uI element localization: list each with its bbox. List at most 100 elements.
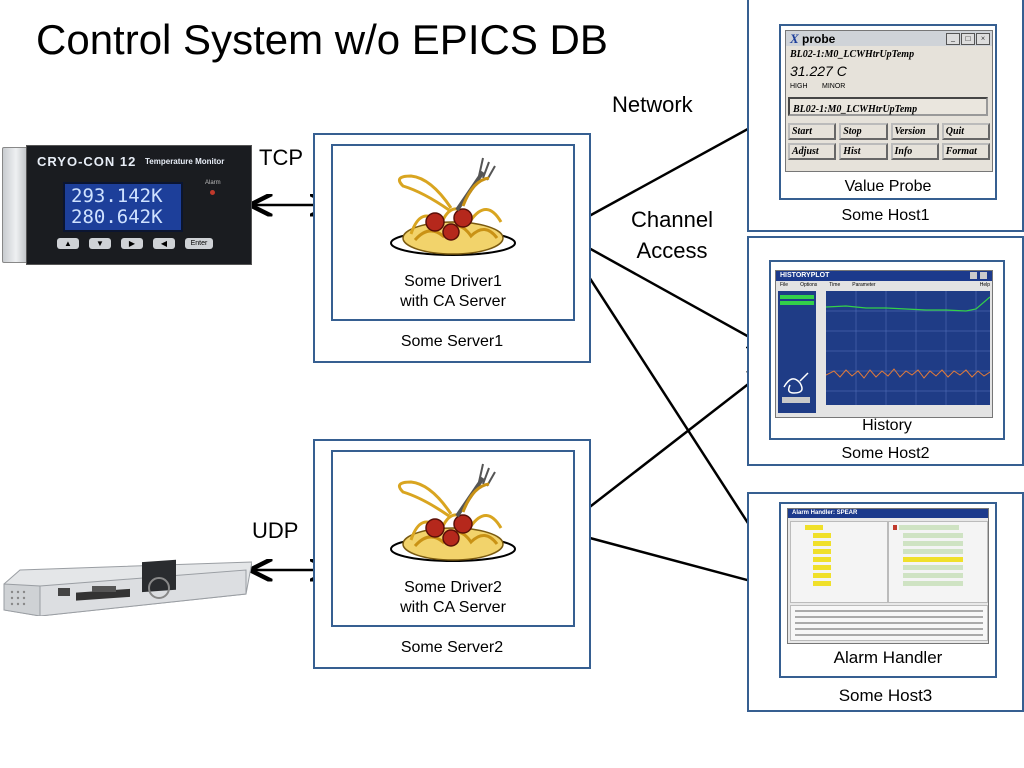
server1-name: Some Server1 xyxy=(400,333,504,350)
driver2-box: Some Driver2 with CA Server xyxy=(331,450,575,627)
pv-list-entry[interactable] xyxy=(780,295,814,299)
alarm-channel[interactable] xyxy=(903,541,963,546)
lcd-reading-1: 293.142K xyxy=(71,185,163,207)
probe-info-button[interactable]: Info xyxy=(890,143,939,160)
menu-parameter[interactable]: Parameter xyxy=(852,282,876,288)
probe-quit-button[interactable]: Quit xyxy=(941,123,990,140)
history-side-panel xyxy=(778,291,816,413)
alarm-severity-icon xyxy=(893,525,897,530)
alarm-channel[interactable] xyxy=(903,549,963,554)
network-label: Network xyxy=(612,92,693,117)
host2-box: HISTORYPLOT File Options Time Parameter … xyxy=(747,236,1024,466)
history-minimize-icon[interactable] xyxy=(970,272,977,279)
server2-host2-arrow xyxy=(560,368,769,530)
history-close-icon[interactable] xyxy=(980,272,987,279)
alarm-channel[interactable] xyxy=(903,533,963,538)
value-probe-box: X probe _ □ × BL02-1:M0_LCWHtrUpTemp 31.… xyxy=(779,24,997,200)
driver1-box: Some Driver1 with CA Server xyxy=(331,144,575,321)
driver2-line1: Some Driver2 xyxy=(404,579,502,596)
spaghetti-small-icon xyxy=(783,372,809,394)
probe-stop-button[interactable]: Stop xyxy=(839,123,888,140)
alarm-node[interactable] xyxy=(813,557,831,562)
device-panel: CRYO-CON 12 Temperature Monitor Alarm 29… xyxy=(26,145,252,265)
alarm-channel[interactable] xyxy=(903,573,963,578)
history-window: HISTORYPLOT File Options Time Parameter … xyxy=(775,270,993,418)
history-plot xyxy=(826,291,990,405)
alarm-handler-label: Alarm Handler xyxy=(833,648,943,667)
server1-host1-arrow xyxy=(560,113,777,232)
history-label: History xyxy=(862,417,912,434)
alarm-window-title: Alarm Handler: SPEAR xyxy=(792,510,858,516)
probe-version-button[interactable]: Version xyxy=(890,123,939,140)
probe-titlebar: X probe _ □ × xyxy=(786,31,992,46)
menu-time[interactable]: Time xyxy=(829,282,841,288)
probe-value: 31.227 C xyxy=(790,63,847,79)
alarm-node[interactable] xyxy=(805,525,823,530)
history-menubar: File Options Time Parameter Help xyxy=(780,282,990,289)
alarm-titlebar: Alarm Handler: SPEAR xyxy=(788,509,988,518)
up-button[interactable]: ▲ xyxy=(57,238,79,249)
host2-name: Some Host2 xyxy=(841,445,930,462)
alarm-channel[interactable] xyxy=(903,565,963,570)
close-icon[interactable]: × xyxy=(976,33,990,45)
host3-name: Some Host3 xyxy=(838,686,933,705)
menu-help[interactable]: Help xyxy=(979,282,990,288)
left-button[interactable]: ◀ xyxy=(153,238,175,249)
alarm-handler-box: Alarm Handler: SPEAR xyxy=(779,502,997,678)
host1-box: X probe _ □ × BL02-1:M0_LCWHtrUpTemp 31.… xyxy=(747,0,1024,232)
server1-host3-arrow xyxy=(560,232,777,568)
probe-status-minor: MINOR xyxy=(822,83,846,90)
alarm-node[interactable] xyxy=(813,565,831,570)
alarm-tree-right xyxy=(888,521,988,603)
alarm-channel[interactable] xyxy=(903,581,963,586)
menu-options[interactable]: Options xyxy=(800,282,818,288)
channel-access-line1: Channel xyxy=(631,207,713,232)
probe-window-title: probe xyxy=(802,32,836,46)
probe-pv-input[interactable]: BL02-1:M0_LCWHtrUpTemp xyxy=(788,97,988,116)
alarm-node[interactable] xyxy=(813,581,831,586)
tcp-label: TCP xyxy=(259,145,303,170)
right-button[interactable]: ▶ xyxy=(121,238,143,249)
probe-button-grid: Start Stop Version Quit Adjust Hist Info… xyxy=(788,123,990,160)
history-plot-area xyxy=(826,291,990,405)
alarm-node[interactable] xyxy=(813,573,831,578)
probe-window: X probe _ □ × BL02-1:M0_LCWHtrUpTemp 31.… xyxy=(785,30,993,172)
lcd-display: 293.142K 280.642K xyxy=(63,182,183,232)
probe-hist-button[interactable]: Hist xyxy=(839,143,888,160)
value-probe-label: Value Probe xyxy=(844,178,932,195)
draw-button[interactable] xyxy=(782,397,810,403)
alarm-node[interactable] xyxy=(813,549,831,554)
server2-name: Some Server2 xyxy=(400,639,504,656)
alarm-channel[interactable] xyxy=(899,525,959,530)
maximize-icon[interactable]: □ xyxy=(961,33,975,45)
alarm-node[interactable] xyxy=(813,541,831,546)
history-window-title: HISTORYPLOT xyxy=(780,272,830,279)
alarm-node[interactable] xyxy=(813,533,831,538)
probe-status-high: HIGH xyxy=(790,83,808,90)
probe-format-button[interactable]: Format xyxy=(941,143,990,160)
minimize-icon[interactable]: _ xyxy=(946,33,960,45)
rack-chassis xyxy=(3,559,252,616)
history-titlebar: HISTORYPLOT xyxy=(776,271,992,281)
channel-access-line2: Access xyxy=(636,238,708,263)
alarm-window: Alarm Handler: SPEAR xyxy=(787,508,989,644)
alarm-led-icon xyxy=(210,190,215,195)
host3-box: Alarm Handler: SPEAR xyxy=(747,492,1024,712)
driver2-line2: with CA Server xyxy=(400,599,506,616)
down-button[interactable]: ▼ xyxy=(89,238,111,249)
pv-list-entry[interactable] xyxy=(780,301,814,305)
page-title: Control System w/o EPICS DB xyxy=(36,16,608,63)
device-subtitle: Temperature Monitor xyxy=(145,157,225,166)
spaghetti-icon xyxy=(390,157,516,256)
channel-access-label: Channel Access xyxy=(622,204,722,266)
menu-file[interactable]: File xyxy=(780,282,789,288)
enter-button[interactable]: Enter xyxy=(185,238,213,249)
alarm-tree-left xyxy=(790,521,888,603)
spaghetti-icon xyxy=(390,463,516,562)
probe-adjust-button[interactable]: Adjust xyxy=(788,143,837,160)
alarm-channel[interactable] xyxy=(903,557,963,562)
udp-rack-device xyxy=(0,540,252,616)
udp-label: UDP xyxy=(252,518,299,543)
probe-start-button[interactable]: Start xyxy=(788,123,837,140)
lcd-reading-2: 280.642K xyxy=(71,206,163,228)
